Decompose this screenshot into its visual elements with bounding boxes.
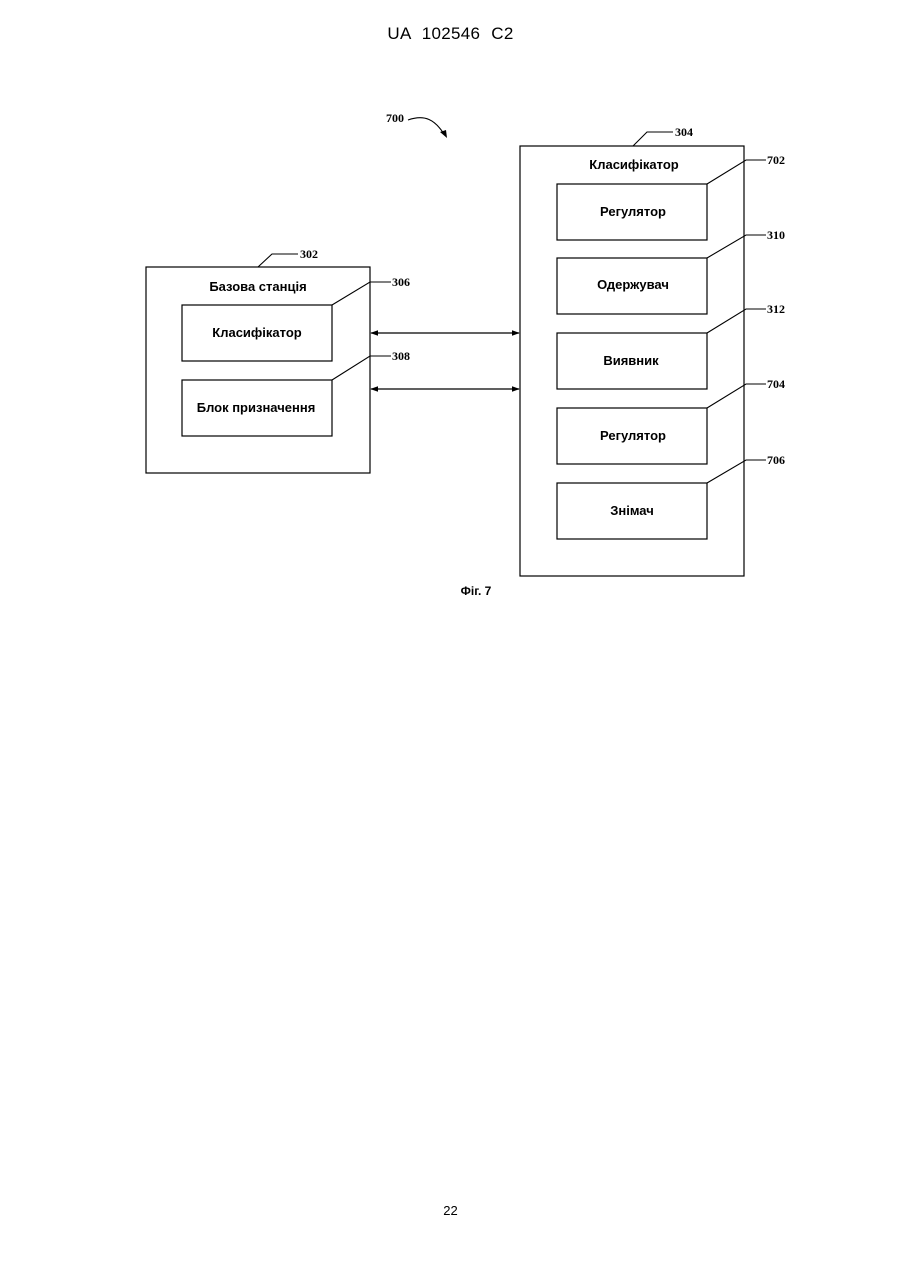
base-classifier-ref: 306 — [392, 275, 410, 289]
base-classifier-label: Класифікатор — [212, 325, 302, 340]
assignment-block-label: Блок призначення — [197, 400, 316, 415]
receiver-310-ref: 310 — [767, 228, 785, 242]
figure-ref-arrowhead — [440, 130, 447, 138]
regulator-702-label: Регулятор — [600, 204, 666, 219]
detector-312-label: Виявник — [603, 353, 659, 368]
detector-312-ref: 312 — [767, 302, 785, 316]
remover-706-ref: 706 — [767, 453, 785, 467]
base-station-ref-leader — [258, 254, 298, 267]
regulator-704-label: Регулятор — [600, 428, 666, 443]
figure-ref-700: 700 — [386, 111, 404, 125]
base-station-ref: 302 — [300, 247, 318, 261]
classifier-unit-label: Класифікатор — [589, 157, 679, 172]
base-station-label: Базова станція — [209, 279, 306, 294]
regulator-702-ref: 702 — [767, 153, 785, 167]
classifier-unit-ref-leader — [633, 132, 673, 146]
receiver-310-label: Одержувач — [597, 277, 669, 292]
classifier-unit-ref: 304 — [675, 125, 693, 139]
figure-caption: Фіг. 7 — [461, 584, 492, 598]
regulator-704-ref: 704 — [767, 377, 785, 391]
figure-ref-pointer — [408, 118, 444, 134]
remover-706-label: Знімач — [610, 503, 654, 518]
page-number: 22 — [0, 1203, 901, 1218]
assignment-block-ref: 308 — [392, 349, 410, 363]
